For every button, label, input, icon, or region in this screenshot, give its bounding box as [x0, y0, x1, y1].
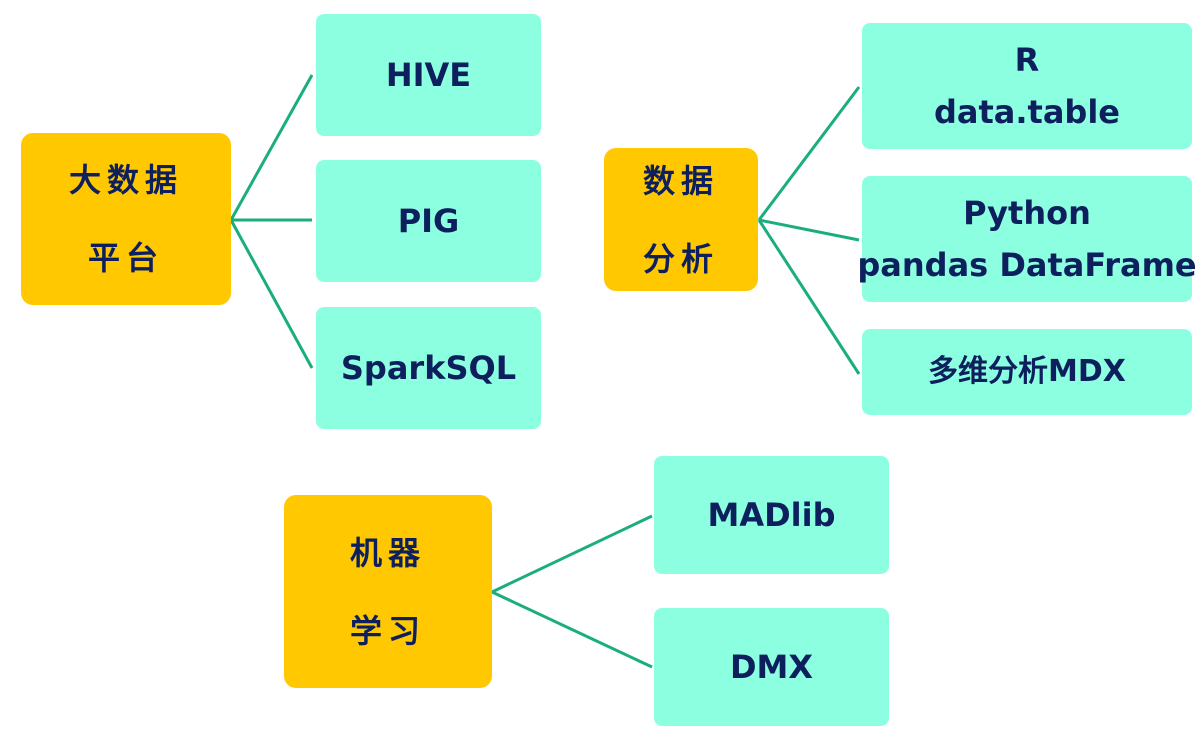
root-node-machine-learning: 机器 学习 [284, 495, 492, 688]
leaf-label: PIG [397, 202, 460, 240]
root-label-line1: 大数据 [68, 161, 183, 199]
leaf-node-dmx: DMX [654, 608, 889, 726]
leaf-node-hive: HIVE [316, 14, 541, 136]
leaf-label: DMX [729, 648, 814, 686]
connector-bigdata-hive [229, 74, 314, 221]
connector-analysis-r [757, 86, 861, 221]
root-node-data-analysis: 数据 分析 [604, 148, 758, 291]
connector-bigdata-sparksql [229, 219, 314, 369]
leaf-node-pig: PIG [316, 160, 541, 282]
root-label-line2: 分析 [642, 239, 719, 278]
leaf-node-sparksql: SparkSQL [316, 307, 541, 429]
leaf-node-python-pandas: Python pandas DataFrame [857, 176, 1197, 302]
connector-ml-madlib [491, 514, 653, 594]
leaf-label: 多维分析MDX [928, 354, 1126, 389]
leaf-label: HIVE [385, 56, 472, 94]
connector-ml-dmx [491, 590, 653, 669]
leaf-node-r-datatable: R data.table [862, 23, 1192, 149]
root-label-line2: 学习 [349, 611, 426, 650]
leaf-node-madlib: MADlib [654, 456, 889, 574]
leaf-label-line2: pandas DataFrame [857, 246, 1197, 284]
leaf-node-mdx: 多维分析MDX [862, 329, 1192, 415]
root-label-line1: 机器 [349, 533, 426, 572]
root-node-big-data-platform: 大数据 平台 [21, 133, 231, 305]
leaf-label: SparkSQL [340, 349, 517, 387]
leaf-label-line1: Python [963, 194, 1091, 232]
leaf-label-line1: R [1014, 41, 1040, 79]
root-label-line2: 平台 [87, 239, 164, 277]
connector-analysis-python [758, 218, 860, 242]
root-label-line1: 数据 [642, 161, 719, 200]
leaf-label: MADlib [707, 496, 836, 534]
leaf-label-line2: data.table [933, 93, 1120, 131]
connector-analysis-mdx [757, 219, 861, 375]
